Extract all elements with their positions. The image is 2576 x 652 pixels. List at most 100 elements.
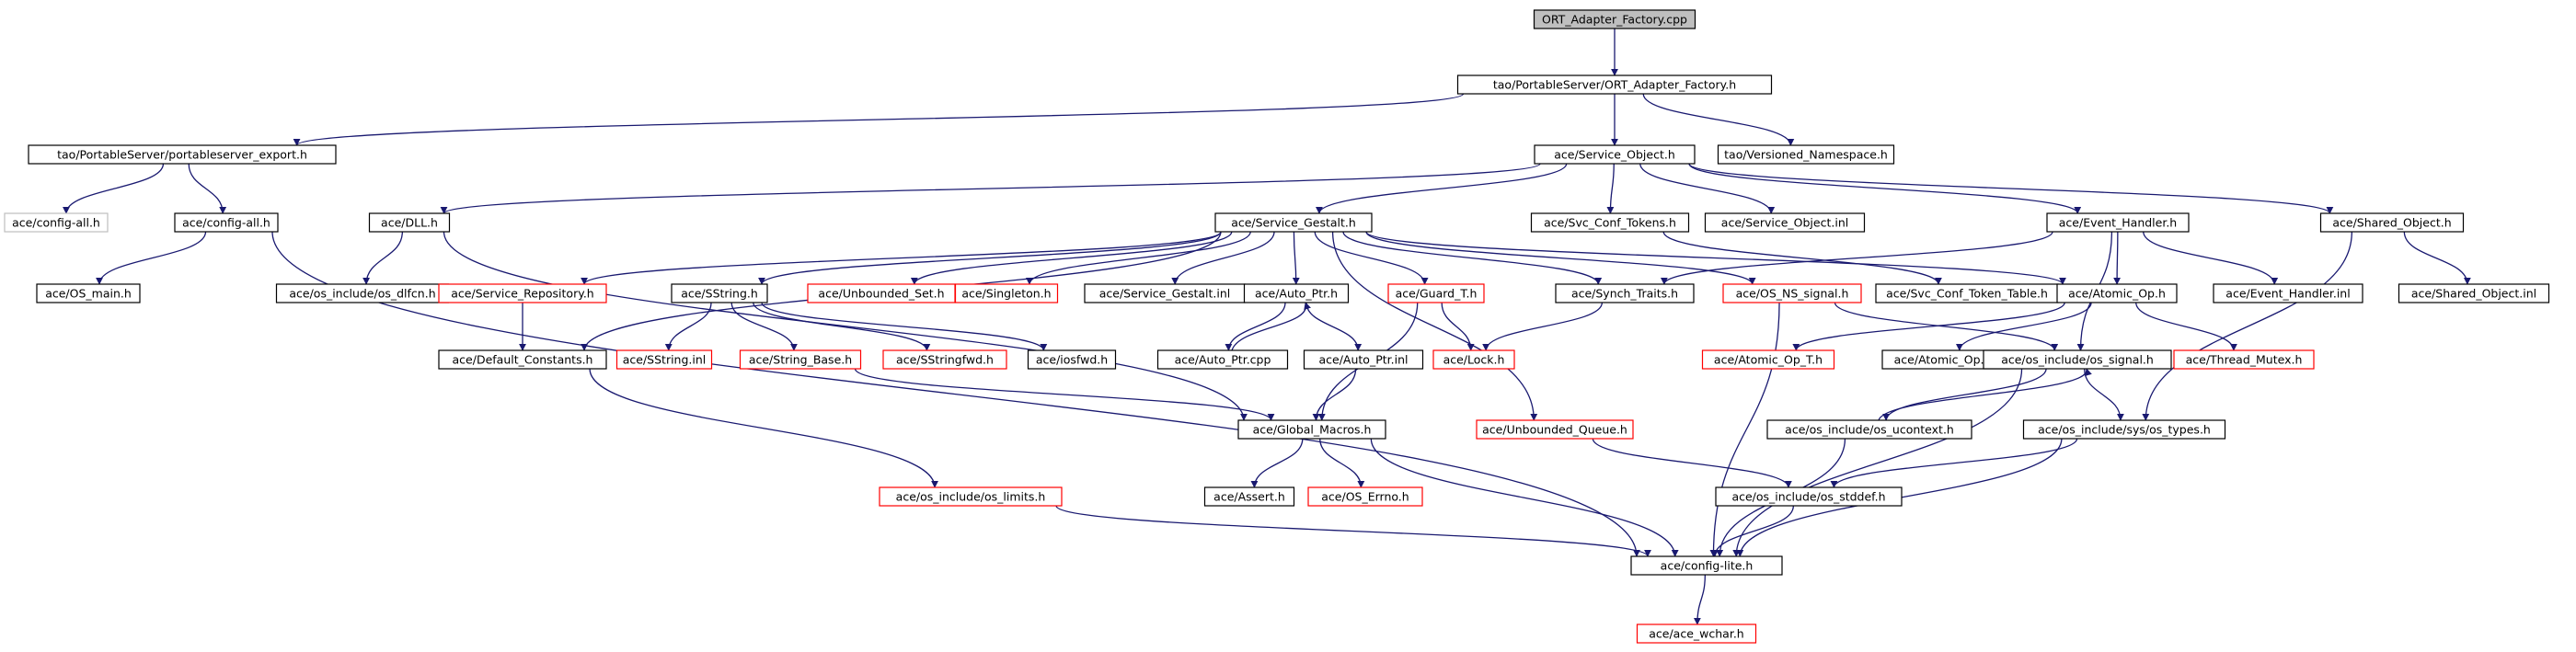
node-sharedobjinl[interactable]: ace/Shared_Object.inl bbox=[2398, 283, 2550, 303]
edge-sstring-to-sstringinl bbox=[664, 302, 712, 351]
node-label-svcobj: ace/Service_Object.h bbox=[1554, 148, 1675, 162]
node-label-atomicopt: ace/Atomic_Op_T.h bbox=[1714, 353, 1823, 367]
node-label-globalmacros: ace/Global_Macros.h bbox=[1253, 423, 1372, 437]
node-svcobjinl[interactable]: ace/Service_Object.inl bbox=[1704, 212, 1866, 233]
node-sstringfwd[interactable]: ace/SStringfwd.h bbox=[882, 349, 1007, 370]
node-unbqueue[interactable]: ace/Unbounded_Queue.h bbox=[1476, 419, 1634, 440]
node-label-psexp: tao/PortableServer/portableserver_export… bbox=[57, 148, 307, 162]
node-root[interactable]: ORT_Adapter_Factory.cpp bbox=[1533, 9, 1696, 29]
node-label-dll: ace/DLL.h bbox=[381, 216, 438, 230]
node-singleton[interactable]: ace/Singleton.h bbox=[954, 283, 1059, 303]
node-svcconftoktab[interactable]: ace/Svc_Conf_Token_Table.h bbox=[1875, 283, 2059, 303]
edge-sstring-to-stringbase bbox=[730, 302, 798, 351]
node-oserrno[interactable]: ace/OS_Errno.h bbox=[1307, 486, 1423, 507]
node-atomicopinl[interactable]: ace/Atomic_Op.inl bbox=[1881, 349, 2010, 370]
node-sharedobj[interactable]: ace/Shared_Object.h bbox=[2319, 212, 2465, 233]
node-autoptrcpp[interactable]: ace/Auto_Ptr.cpp bbox=[1156, 349, 1289, 370]
node-evhinl[interactable]: ace/Event_Handler.inl bbox=[2213, 283, 2363, 303]
edge-svcgestalt-to-autoptr bbox=[1292, 231, 1300, 285]
node-label-autoptrinl: ace/Auto_Ptr.inl bbox=[1319, 353, 1409, 367]
node-osdlfcn[interactable]: ace/os_include/os_dlfcn.h bbox=[275, 283, 450, 303]
node-tvns[interactable]: tao/Versioned_Namespace.h bbox=[1717, 144, 1895, 165]
node-ossystypes[interactable]: ace/os_include/sys/os_types.h bbox=[2022, 419, 2226, 440]
node-svcconftok[interactable]: ace/Svc_Conf_Tokens.h bbox=[1530, 212, 1690, 233]
node-label-sginl: ace/Service_Gestalt.inl bbox=[1099, 287, 1231, 301]
node-oslimits[interactable]: ace/os_include/os_limits.h bbox=[879, 486, 1063, 507]
node-label-sharedobjinl: ace/Shared_Object.inl bbox=[2411, 287, 2536, 301]
node-cfgall2[interactable]: ace/config-all.h bbox=[174, 212, 279, 233]
edge-atomicop-to-atomicopinl bbox=[1955, 302, 2092, 351]
node-guardt[interactable]: ace/Guard_T.h bbox=[1387, 283, 1485, 303]
node-svcobj[interactable]: ace/Service_Object.h bbox=[1534, 144, 1696, 165]
node-atomicop[interactable]: ace/Atomic_Op.h bbox=[2056, 283, 2178, 303]
edge-svcgestalt-to-osnssig bbox=[1365, 231, 1756, 285]
node-label-stringbase: ace/String_Base.h bbox=[749, 353, 852, 367]
edge-ossignal-to-ossystypes bbox=[2084, 368, 2124, 421]
node-label-svcgestalt: ace/Service_Gestalt.h bbox=[1231, 216, 1356, 230]
node-ossignal[interactable]: ace/os_include/os_signal.h bbox=[1983, 349, 2172, 370]
node-synchtraits[interactable]: ace/Synch_Traits.h bbox=[1555, 283, 1695, 303]
node-evh[interactable]: ace/Event_Handler.h bbox=[2046, 212, 2190, 233]
node-cfgall1[interactable]: ace/config-all.h bbox=[4, 212, 109, 233]
node-globalmacros[interactable]: ace/Global_Macros.h bbox=[1237, 419, 1386, 440]
edge-svcconftok-to-svcconftoktab bbox=[1662, 231, 1942, 285]
node-osmain[interactable]: ace/OS_main.h bbox=[36, 283, 141, 303]
node-box-singleton bbox=[954, 283, 1059, 303]
node-box-globalmacros bbox=[1237, 419, 1386, 440]
node-assert[interactable]: ace/Assert.h bbox=[1203, 486, 1295, 507]
node-label-osucontext: ace/os_include/os_ucontext.h bbox=[1785, 423, 1954, 437]
node-box-atomicopt bbox=[1701, 349, 1835, 370]
node-box-unbqueue bbox=[1476, 419, 1634, 440]
node-label-synchtraits: ace/Synch_Traits.h bbox=[1571, 287, 1678, 301]
node-box-oserrno bbox=[1307, 486, 1423, 507]
node-label-guardt: ace/Guard_T.h bbox=[1396, 287, 1478, 301]
node-dll[interactable]: ace/DLL.h bbox=[368, 212, 451, 233]
node-label-svcconftoktab: ace/Svc_Conf_Token_Table.h bbox=[1886, 287, 2048, 301]
node-osnssig[interactable]: ace/OS_NS_signal.h bbox=[1722, 283, 1862, 303]
node-label-unbqueue: ace/Unbounded_Queue.h bbox=[1482, 423, 1627, 437]
edge-osnssig-to-cfglite bbox=[1709, 302, 1780, 557]
node-sginl[interactable]: ace/Service_Gestalt.inl bbox=[1084, 283, 1246, 303]
edge-svcobj-to-svcgestalt bbox=[1315, 163, 1568, 214]
node-lock[interactable]: ace/Lock.h bbox=[1432, 349, 1515, 370]
node-cfglite[interactable]: ace/config-lite.h bbox=[1630, 555, 1783, 576]
node-box-atomicop bbox=[2056, 283, 2178, 303]
node-iosfwd[interactable]: ace/iosfwd.h bbox=[1027, 349, 1117, 370]
edge-globalmacros-to-cfglite bbox=[1370, 438, 1679, 557]
node-osstddef[interactable]: ace/os_include/os_stddef.h bbox=[1715, 486, 1903, 507]
node-atomicopt[interactable]: ace/Atomic_Op_T.h bbox=[1701, 349, 1835, 370]
node-autoptrinl[interactable]: ace/Auto_Ptr.inl bbox=[1303, 349, 1424, 370]
node-psexp[interactable]: tao/PortableServer/portableserver_export… bbox=[28, 144, 337, 165]
node-acewchar[interactable]: ace/ace_wchar.h bbox=[1636, 623, 1757, 644]
node-label-atomicop: ace/Atomic_Op.h bbox=[2068, 287, 2166, 301]
edge-autoptrinl-to-globalmacros bbox=[1312, 368, 1357, 421]
node-box-sstring bbox=[671, 283, 768, 303]
node-label-cfglite: ace/config-lite.h bbox=[1661, 559, 1754, 573]
node-box-cfgall2 bbox=[174, 212, 279, 233]
node-label-ortafh: tao/PortableServer/ORT_Adapter_Factory.h bbox=[1493, 78, 1736, 92]
node-label-root: ORT_Adapter_Factory.cpp bbox=[1542, 13, 1687, 27]
node-svcgestalt[interactable]: ace/Service_Gestalt.h bbox=[1214, 212, 1373, 233]
node-svcrepo[interactable]: ace/Service_Repository.h bbox=[438, 283, 607, 303]
node-box-ossignal bbox=[1983, 349, 2172, 370]
node-thrmutex[interactable]: ace/Thread_Mutex.h bbox=[2173, 349, 2315, 370]
node-sstringinl[interactable]: ace/SString.inl bbox=[615, 349, 713, 370]
edge-psexp-to-cfgall1 bbox=[62, 163, 165, 214]
edge-svcgestalt-to-atomicop bbox=[1365, 231, 2066, 285]
node-label-sstringfwd: ace/SStringfwd.h bbox=[896, 353, 994, 367]
node-ortafh[interactable]: tao/PortableServer/ORT_Adapter_Factory.h bbox=[1456, 74, 1773, 95]
node-box-svcobj bbox=[1534, 144, 1696, 165]
node-box-svcconftok bbox=[1530, 212, 1690, 233]
edge-evh-to-evhinl bbox=[2143, 231, 2279, 285]
node-box-oslimits bbox=[879, 486, 1063, 507]
node-stringbase[interactable]: ace/String_Base.h bbox=[739, 349, 862, 370]
node-box-autoptrcpp bbox=[1156, 349, 1289, 370]
node-defconst[interactable]: ace/Default_Constants.h bbox=[438, 349, 607, 370]
node-sstring[interactable]: ace/SString.h bbox=[671, 283, 768, 303]
edge-oslimits-to-cfglite bbox=[1055, 505, 1651, 557]
node-box-cfgall1 bbox=[4, 212, 109, 233]
node-osucontext[interactable]: ace/os_include/os_ucontext.h bbox=[1766, 419, 1972, 440]
node-autoptr[interactable]: ace/Auto_Ptr.h bbox=[1243, 283, 1350, 303]
node-unbset[interactable]: ace/Unbounded_Set.h bbox=[807, 283, 956, 303]
